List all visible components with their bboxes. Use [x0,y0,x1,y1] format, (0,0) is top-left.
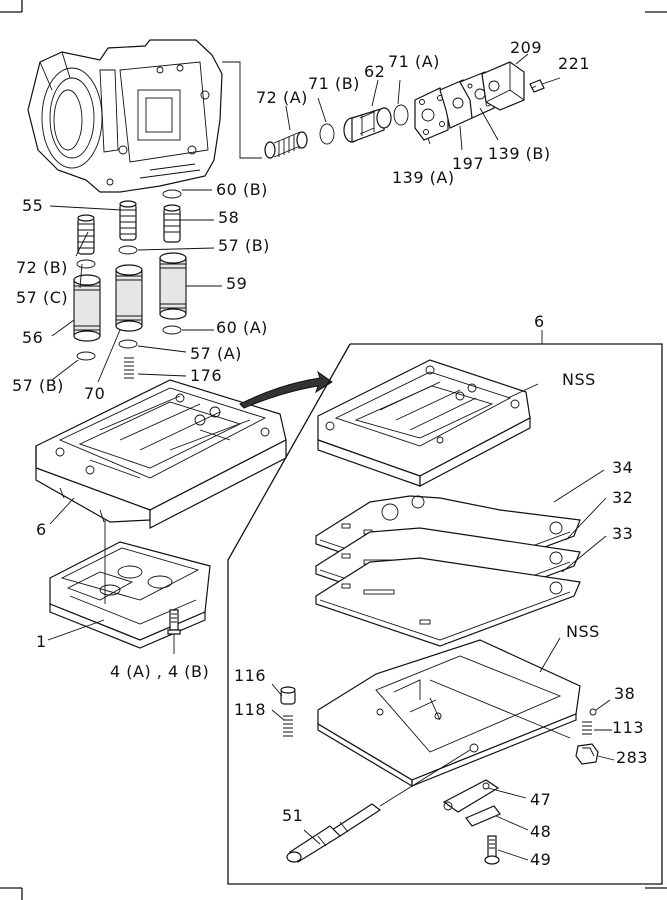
label-116: 116 [234,666,267,685]
label-57a: 57 (A) [190,344,242,363]
manual-valve-51 [286,749,471,863]
label-48: 48 [530,822,552,841]
gasket-33 [315,557,581,647]
spring-113 [582,721,592,735]
o-ring-60a [162,325,182,335]
o-ring-57a [118,339,138,349]
label-33: 33 [612,524,634,543]
o-ring-57c [76,259,96,269]
case-leader-line [222,61,262,159]
sleeve-56 [73,274,101,342]
spring-58 [163,204,181,243]
o-ring-57b-left [76,351,96,361]
label-60b: 60 (B) [216,180,268,199]
solenoid-209 [481,61,525,111]
label-6-left: 6 [36,520,47,539]
label-4: 4 (A) , 4 (B) [110,662,210,681]
leader-lines [47,53,615,861]
label-71a: 71 (A) [388,52,440,71]
oil-pan-1 [49,541,211,649]
detail-arrow [239,370,333,409]
plug-283 [575,743,599,765]
o-ring-71b [319,123,335,145]
transmission-case [27,39,223,193]
label-6-box: 6 [534,312,545,331]
label-62: 62 [364,62,386,81]
spring-55 [119,200,137,241]
label-113: 113 [612,718,645,737]
label-57b-top: 57 (B) [218,236,270,255]
label-32: 32 [612,488,634,507]
label-58: 58 [218,208,240,227]
spring-176 [124,357,134,379]
label-60a: 60 (A) [216,318,268,337]
label-1: 1 [36,632,47,651]
label-72a: 72 (A) [256,88,308,107]
bolt-49 [484,835,500,865]
upper-valve-body-nss [317,359,531,487]
label-209: 209 [510,38,543,57]
label-56: 56 [22,328,44,347]
plate-48 [465,805,501,827]
label-139a: 139 (A) [392,168,455,187]
label-176: 176 [190,366,223,385]
bracket-47 [442,779,500,813]
label-49: 49 [530,850,552,869]
label-57c: 57 (C) [16,288,69,307]
label-nss-top: NSS [562,370,596,389]
fitting-221 [529,79,545,93]
label-118: 118 [234,700,267,719]
label-34: 34 [612,458,634,477]
label-38: 38 [614,684,636,703]
label-72b: 72 (B) [16,258,68,277]
label-57b-bottom: 57 (B) [12,376,64,395]
label-139b: 139 (B) [488,144,551,163]
label-59: 59 [226,274,248,293]
ball-38 [589,708,597,716]
o-ring-60b [162,189,182,199]
sleeve-59 [159,252,187,320]
spring-118 [283,715,293,737]
label-47: 47 [530,790,552,809]
label-70: 70 [84,384,106,403]
label-221: 221 [558,54,591,73]
bolt-4 [167,609,181,635]
valve-62 [343,107,392,143]
plate-139a [414,87,449,141]
spring-72a [264,131,308,159]
label-283: 283 [616,748,649,767]
plug-116 [280,686,296,705]
lower-valve-body-nss [317,639,581,788]
label-55: 55 [22,196,44,215]
o-ring-71a [393,104,409,126]
o-ring-57b-top [118,245,138,255]
label-197: 197 [452,154,485,173]
label-51: 51 [282,806,304,825]
detail-box-frame [227,343,663,885]
label-nss-mid: NSS [566,622,600,641]
label-71b: 71 (B) [308,74,360,93]
sleeve-70 [115,264,143,332]
